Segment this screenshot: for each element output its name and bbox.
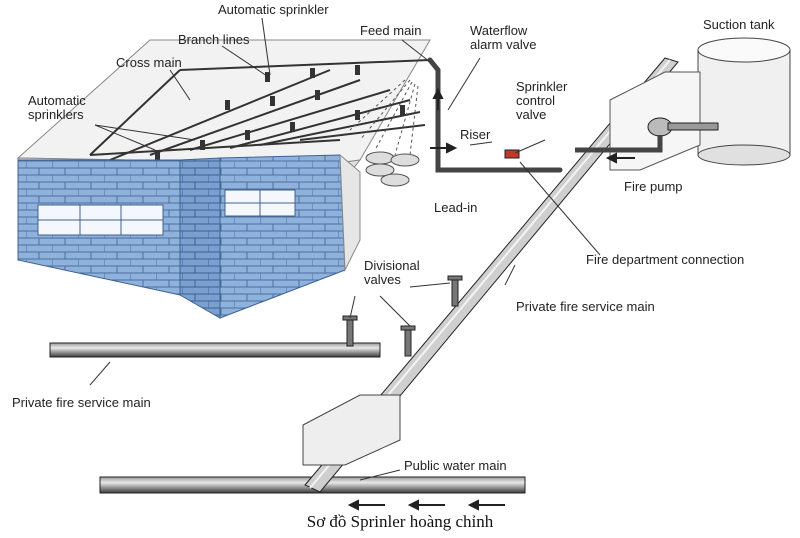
label-fire-department-connection: Fire department connection: [586, 252, 745, 267]
label-automatic-sprinkler: Automatic sprinkler: [218, 2, 329, 17]
branch-lines-grid: [89, 59, 431, 161]
feed-main-riser: [427, 57, 563, 173]
suction-tank: [697, 37, 791, 166]
label-private-fire-service-main-left: Private fire service main: [12, 395, 151, 410]
water-spray: [349, 79, 419, 156]
label-riser: Riser: [460, 127, 491, 142]
label-cross-main: Cross main: [116, 55, 182, 70]
sprinkler-heads: [155, 65, 405, 160]
leader-lines: [89, 17, 601, 481]
valve-pit: [302, 394, 401, 466]
building-walls: [17, 153, 361, 319]
sprinkler-control-valve-symbol: [504, 149, 520, 159]
stored-goods: [365, 151, 420, 187]
label-public-water-main: Public water main: [404, 458, 507, 473]
label-fire-pump: Fire pump: [624, 179, 683, 194]
label-private-fire-service-main-right: Private fire service main: [516, 299, 655, 314]
label-automatic-sprinklers: Automatic sprinklers: [28, 93, 86, 122]
label-waterflow-alarm-valve: Waterflow alarm valve: [470, 23, 537, 52]
label-lead-in: Lead-in: [434, 200, 478, 215]
label-feed-main: Feed main: [360, 23, 422, 38]
label-suction-tank: Suction tank: [703, 17, 775, 32]
label-branch-lines: Branch lines: [178, 32, 250, 47]
private-fire-service-main-left-pipe: [49, 342, 381, 358]
pump-piping: [575, 135, 663, 153]
flow-arrows: [347, 87, 635, 511]
label-sprinkler-control-valve: Sprinkler control valve: [516, 79, 568, 122]
label-divisional-valves: Divisional valves: [364, 258, 420, 287]
figure-caption: Sơ đồ Sprinler hoàng chỉnh: [306, 512, 494, 531]
